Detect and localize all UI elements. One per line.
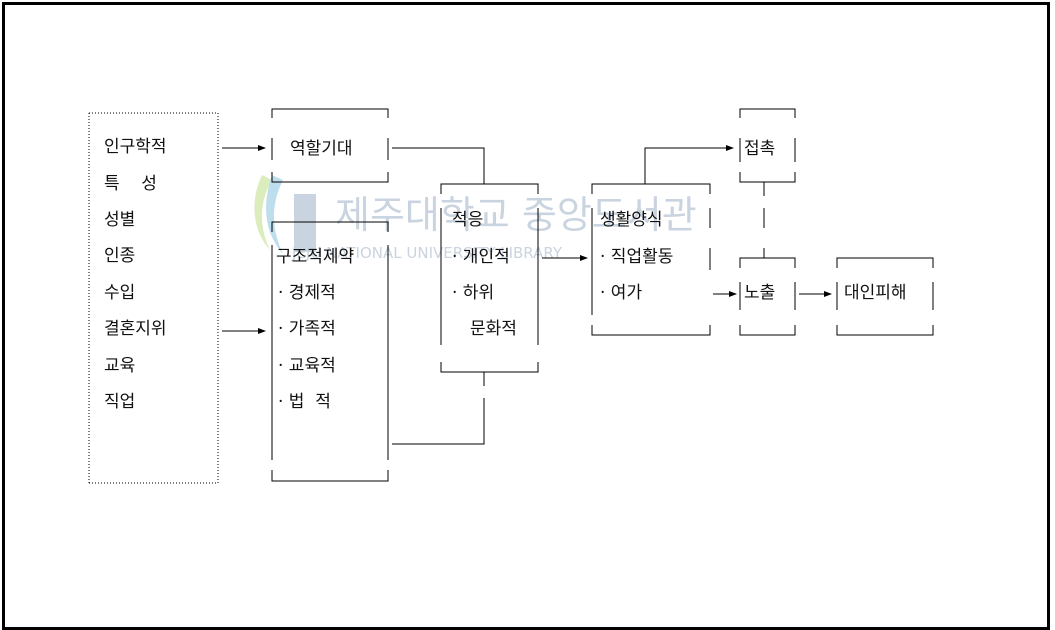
structural-constraint-label: 구조적제약 [276,247,354,267]
exposure-label: 노출 [744,283,775,303]
demographic-item-marital: 결혼지위 [104,319,167,339]
lifestyle-box: 생활양식 · 직업활동 · 여가 [591,183,711,336]
constraint-legal: · 법 적 [278,392,331,412]
line-constraint-to-adaptation [392,398,485,445]
lifestyle-leisure: · 여가 [600,283,642,303]
adaptation-label: 적응 [452,210,483,230]
watermark-korean: 제주대학교 중앙도서관 [335,193,697,237]
demographic-item-gender: 성별 [104,210,135,230]
demographic-box: 인구학적 특 성 성별 인종 수입 결혼지위 교육 직업 [88,112,219,484]
lifestyle-label: 생활양식 [600,210,663,230]
demographic-title-2: 특 성 [104,174,157,194]
connector-lines [222,145,832,445]
university-logo-icon [254,175,316,254]
arrow-lifestyle-to-contact [644,145,734,184]
structural-constraint-box: 구조적제약 · 경제적 · 가족적 · 교육적 · 법 적 [271,221,389,482]
adaptation-individual: · 개인적 [452,247,510,267]
demographic-title: 인구학적 [104,137,167,157]
constraint-economic: · 경제적 [278,283,336,303]
library-watermark: 제주대학교 중앙도서관 JEJU NATIONAL UNIVERSITY LIB… [254,175,697,262]
role-expectation-label: 역할기대 [290,139,353,159]
demographic-item-education: 교육 [104,356,135,376]
demographic-item-income: 수입 [104,283,135,303]
demographic-item-race: 인종 [104,246,135,266]
role-expectation-box: 역할기대 [271,108,389,183]
constraint-family: · 가족적 [278,319,336,339]
lifestyle-occupational: · 직업활동 [600,247,673,267]
victimization-box: 대인피해 [836,257,934,336]
contact-box: 접촉 [739,108,796,183]
constraint-education: · 교육적 [278,356,336,376]
demographic-item-occupation: 직업 [104,392,135,412]
victimization-label: 대인피해 [844,283,907,303]
adaptation-box: 적응 · 개인적 · 하위 문화적 [440,183,539,373]
contact-label: 접촉 [744,139,775,159]
adaptation-cultural: 문화적 [470,319,517,339]
line-role-to-adaptation [392,147,485,184]
watermark-english: JEJU NATIONAL UNIVERSITY LIBRARY [291,244,563,262]
exposure-box: 노출 [739,257,796,336]
adaptation-sub: · 하위 [452,283,494,303]
